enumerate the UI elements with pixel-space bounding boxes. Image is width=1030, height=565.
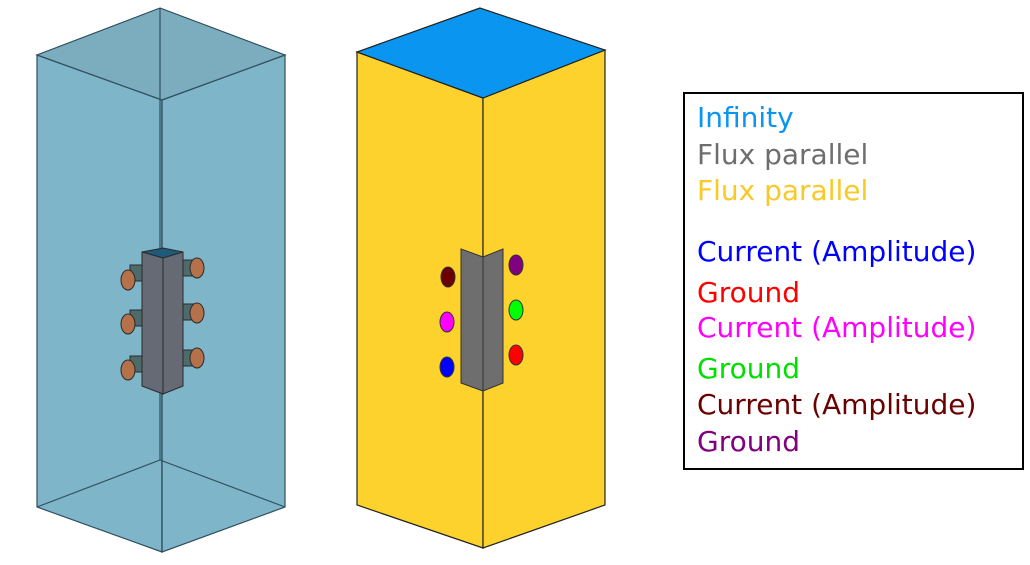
conductor-assembly-opaque	[439, 248, 524, 392]
legend-item-ground-purple: Ground	[697, 425, 800, 458]
conductor-assembly-transparent	[120, 247, 205, 395]
legend-item-ground-green: Ground	[697, 352, 800, 385]
opaque-domain-box	[355, 7, 607, 549]
legend: Infinity Flux parallel Flux parallel Cur…	[683, 92, 1024, 470]
legend-item-current-blue: Current (Amplitude)	[697, 235, 977, 268]
transparent-domain-box	[35, 7, 287, 553]
legend-item-flux-parallel-gray: Flux parallel	[697, 138, 869, 171]
legend-item-ground-red: Ground	[697, 276, 800, 309]
legend-item-infinity: Infinity	[697, 101, 794, 134]
legend-item-flux-parallel-yellow: Flux parallel	[697, 174, 869, 207]
legend-item-current-magenta: Current (Amplitude)	[697, 311, 977, 344]
legend-item-current-darkred: Current (Amplitude)	[697, 388, 977, 421]
